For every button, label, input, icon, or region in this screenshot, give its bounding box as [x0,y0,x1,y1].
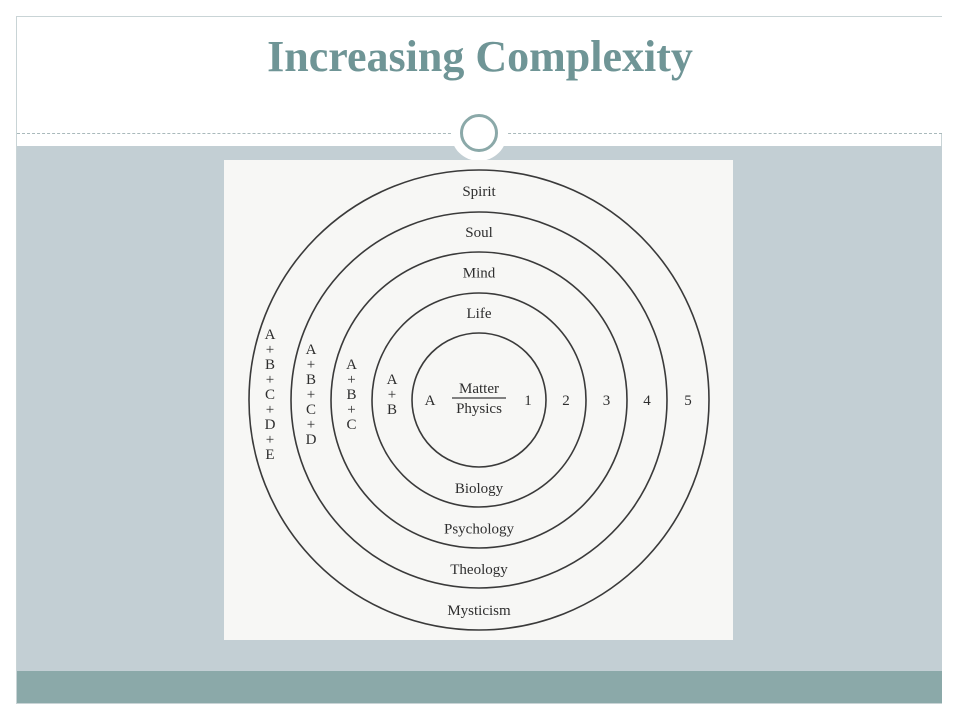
composition-5-term-7: D [265,417,276,433]
ring-1 [248,169,710,631]
composition-4-term-5: C [306,402,316,418]
composition-3-term-5: C [346,417,356,433]
composition-4-term-2: + [307,357,315,373]
composition-5-term-6: + [266,402,274,418]
ring-number-4: 4 [643,393,651,409]
level-label-life: Life [467,306,492,322]
footer-band [17,671,942,703]
discipline-label-mysticism: Mysticism [447,603,511,619]
composition-1-term-1: A [425,393,436,409]
composition-3-term-1: A [346,357,357,373]
composition-3-term-3: B [346,387,356,403]
composition-5-term-4: + [266,372,274,388]
composition-5-term-1: A [265,327,276,343]
composition-2-term-3: B [387,402,397,418]
ring-4 [371,292,587,508]
composition-4-term-1: A [306,342,317,358]
composition-5-term-3: B [265,357,275,373]
composition-4-term-6: + [307,417,315,433]
ring-5 [411,332,547,468]
ring-number-2: 2 [562,393,570,409]
composition-5-term-9: E [265,447,274,463]
composition-4-term-4: + [307,387,315,403]
ring-number-5: 5 [684,393,692,409]
discipline-label-theology: Theology [450,562,508,578]
discipline-label-biology: Biology [455,481,504,497]
level-label-mind: Mind [463,266,496,282]
ring-2 [290,211,668,589]
composition-2-term-2: + [388,387,396,403]
composition-3-term-4: + [347,402,355,418]
discipline-label-physics: Physics [456,401,502,417]
ring-3 [330,251,628,549]
ring-ornament-icon [451,105,507,161]
composition-2-term-1: A [387,372,398,388]
level-label-matter: Matter [459,381,499,397]
ring-ornament-inner [460,114,498,152]
composition-4-term-3: B [306,372,316,388]
ring-number-3: 3 [603,393,611,409]
level-label-spirit: Spirit [462,184,496,200]
discipline-label-psychology: Psychology [444,522,515,538]
composition-5-term-8: + [266,432,274,448]
composition-5-term-2: + [266,342,274,358]
level-label-soul: Soul [465,225,493,241]
composition-4-term-7: D [306,432,317,448]
composition-5-term-5: C [265,387,275,403]
ring-number-1: 1 [524,393,532,409]
slide-title: Increasing Complexity [267,32,693,81]
composition-3-term-2: + [347,372,355,388]
